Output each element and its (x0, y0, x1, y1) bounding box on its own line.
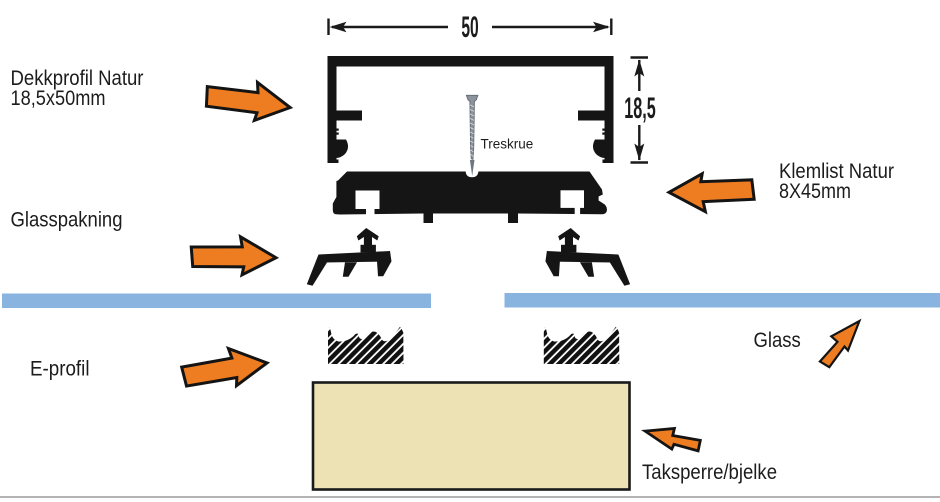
svg-text:18,5: 18,5 (624, 92, 656, 126)
svg-text:E-profil: E-profil (30, 358, 90, 381)
svg-text:18,5x50mm: 18,5x50mm (11, 87, 106, 110)
svg-text:Taksperre/bjelke: Taksperre/bjelke (642, 461, 777, 484)
svg-text:Glasspakning: Glasspakning (11, 209, 123, 232)
svg-text:8X45mm: 8X45mm (779, 180, 851, 203)
svg-text:50: 50 (461, 11, 478, 45)
svg-text:Treskrue: Treskrue (481, 137, 534, 152)
svg-text:Dekkprofil Natur: Dekkprofil Natur (11, 67, 144, 90)
svg-text:Glass: Glass (754, 329, 801, 352)
svg-text:Klemlist Natur: Klemlist Natur (779, 160, 894, 183)
